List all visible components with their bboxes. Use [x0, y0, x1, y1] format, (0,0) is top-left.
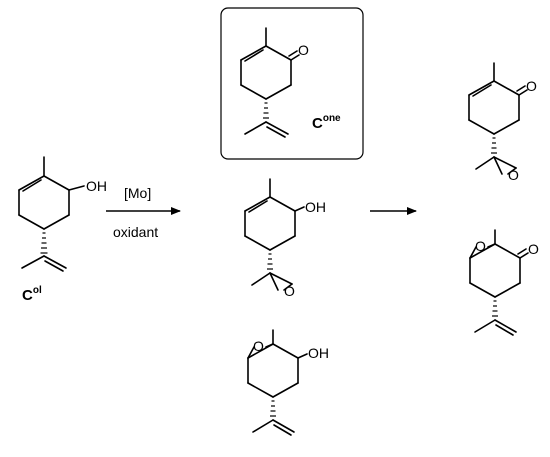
hashed-wedge — [491, 137, 497, 154]
hashed-wedge — [40, 232, 48, 254]
hydroxyl-label: OH — [308, 345, 329, 361]
carbonyl-oxygen-label: O — [526, 78, 537, 94]
hashed-wedge — [263, 102, 269, 119]
ring-epoxy-carvone-structure: O O — [469, 229, 539, 336]
diepoxy-alcohol-structure: O OH — [247, 329, 329, 436]
hashed-wedge — [492, 300, 498, 317]
carbonyl-oxygen-label: O — [298, 42, 309, 58]
epoxide-oxygen-label: O — [475, 238, 486, 254]
epoxy-carveol-structure: OH O — [244, 178, 326, 299]
compound-label-carveol: Col — [22, 285, 42, 304]
hashed-wedge — [267, 253, 273, 270]
hashed-wedge — [270, 400, 276, 417]
epoxy-carvone-structure: O O — [468, 62, 537, 183]
carveol-structure: OH Col — [18, 156, 107, 304]
oxidant-label: oxidant — [113, 224, 158, 240]
hydroxyl-label: OH — [305, 199, 326, 215]
carbonyl-oxygen-label: O — [528, 241, 539, 257]
epoxide-oxygen-label: O — [253, 338, 264, 354]
compound-label-carvone: Cone — [312, 113, 341, 132]
epoxide-oxygen-label: O — [508, 167, 519, 183]
catalyst-label: [Mo] — [124, 185, 151, 201]
hydroxyl-label: OH — [86, 178, 107, 194]
carvone-structure: O Cone — [240, 27, 341, 138]
epoxide-oxygen-label: O — [284, 283, 295, 299]
carvone-box — [220, 7, 364, 160]
